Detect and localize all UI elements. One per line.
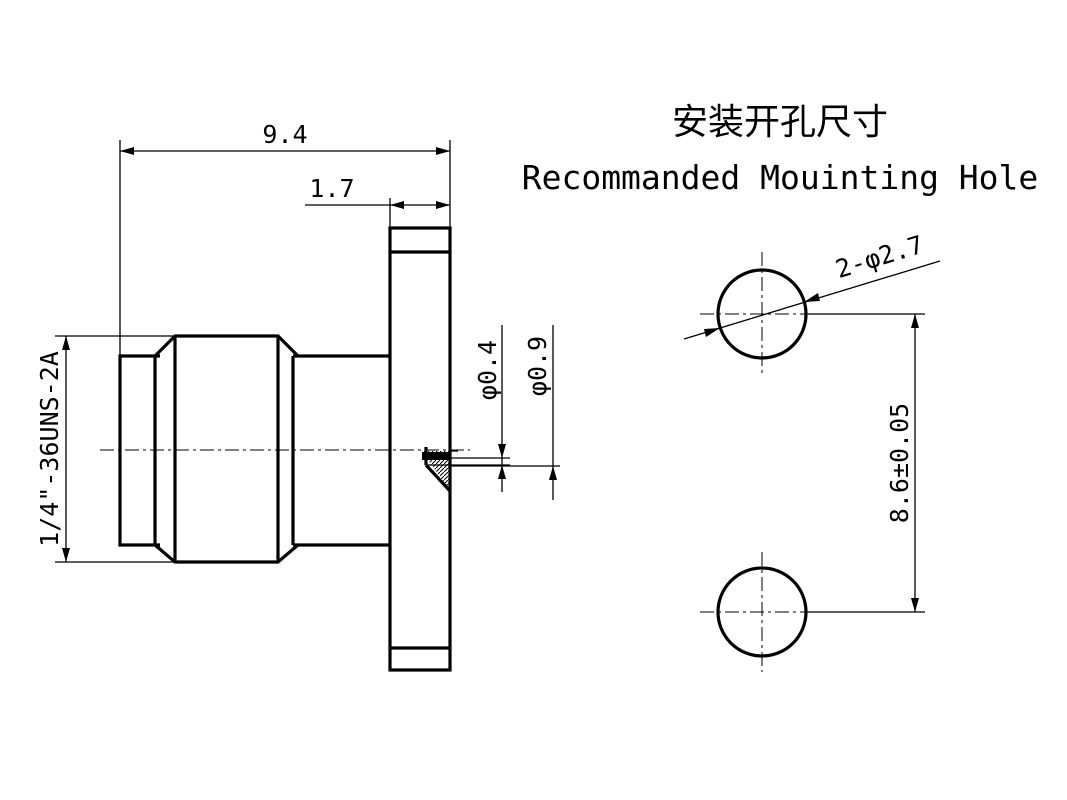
title-english: Recommanded Mouinting Hole <box>522 158 1039 197</box>
flange-thickness-label: 1.7 <box>309 174 354 203</box>
dim-flange-thickness: 1.7 <box>305 174 450 228</box>
dim-overall-length: 9.4 <box>119 120 451 356</box>
dim-pin-diameter: φ0.4 <box>426 325 510 492</box>
dim-thread: 1/4"-36UNS-2A <box>35 335 175 563</box>
title-chinese: 安装开孔尺寸 <box>672 102 888 143</box>
pin-diameter-label: φ0.4 <box>473 340 502 400</box>
dim-insulator-diameter: φ0.9 <box>450 325 560 500</box>
dim-hole-diameter: 2-φ2.7 <box>683 230 941 340</box>
connector-body <box>100 226 470 672</box>
hole-spacing-label: 8.6±0.05 <box>885 403 914 523</box>
insulator-diameter-label: φ0.9 <box>523 336 552 396</box>
hole-diameter-label: 2-φ2.7 <box>832 230 927 284</box>
dim-hole-spacing: 8.6±0.05 <box>808 313 925 613</box>
thread-label: 1/4"-36UNS-2A <box>35 351 64 547</box>
overall-length-label: 9.4 <box>262 120 307 149</box>
